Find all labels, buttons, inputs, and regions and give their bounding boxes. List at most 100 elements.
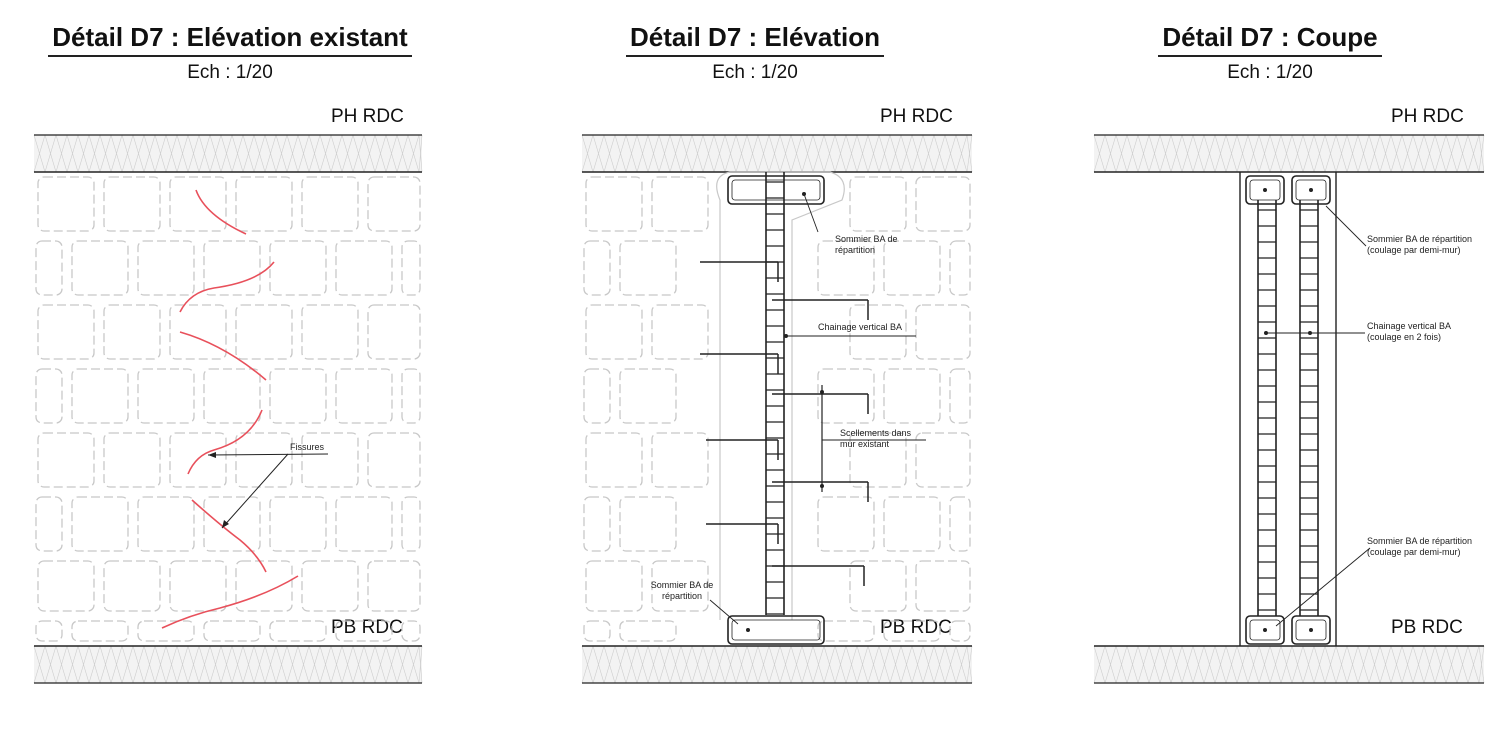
bottom-slab-hatch bbox=[922, 645, 935, 684]
bottom-slab-hatch bbox=[55, 645, 68, 684]
bottom-slab-hatch bbox=[636, 645, 649, 684]
top-slab-hatch bbox=[900, 134, 913, 173]
top-slab-hatch bbox=[834, 134, 847, 173]
bottom-slab-hatch bbox=[33, 645, 46, 684]
masonry-stone bbox=[301, 560, 359, 612]
masonry-stone bbox=[651, 560, 709, 612]
top-slab-hatch bbox=[911, 134, 924, 173]
crack-line bbox=[179, 331, 267, 381]
masonry-stone bbox=[585, 176, 643, 232]
masonry-stone bbox=[619, 496, 677, 552]
top-slab-hatch bbox=[1346, 134, 1359, 173]
top-slab-hatch bbox=[88, 134, 101, 173]
section-drawing bbox=[1093, 134, 1485, 684]
masonry-stone bbox=[915, 432, 971, 488]
top-slab-fill bbox=[34, 135, 422, 172]
top-slab-hatch bbox=[77, 134, 90, 173]
top-slab-hatch bbox=[1203, 134, 1216, 173]
masonry-stone bbox=[103, 176, 161, 232]
crack-line bbox=[195, 189, 247, 235]
masonry-stone bbox=[651, 432, 709, 488]
bottom-slab-hatch bbox=[1181, 645, 1194, 684]
bottom-slab-fill bbox=[1094, 646, 1484, 683]
level-bottom-label: PB RDC bbox=[1391, 617, 1463, 638]
top-slab-hatch bbox=[242, 134, 255, 173]
top-slab-hatch bbox=[385, 134, 398, 173]
masonry-stone bbox=[367, 560, 421, 612]
top-slab-hatch bbox=[66, 134, 79, 173]
masonry-stone bbox=[817, 368, 875, 424]
masonry-stone bbox=[137, 240, 195, 296]
level-top-label: PH RDC bbox=[880, 106, 953, 127]
bottom-slab-hatch bbox=[352, 645, 365, 684]
bottom-slab-hatch bbox=[735, 645, 748, 684]
top-slab-hatch bbox=[812, 134, 825, 173]
top-slab-hatch bbox=[1291, 134, 1304, 173]
top-beam-right bbox=[1291, 175, 1331, 205]
level-bottom-label: PB RDC bbox=[880, 617, 952, 638]
masonry-stone bbox=[137, 368, 195, 424]
masonry-stone bbox=[169, 176, 227, 232]
top-slab-hatch bbox=[1159, 134, 1172, 173]
top-slab-hatch bbox=[1368, 134, 1381, 173]
masonry-stone bbox=[269, 368, 327, 424]
bottom-beam-left-inner bbox=[1249, 619, 1281, 641]
bottom-slab-hatch bbox=[418, 645, 423, 684]
masonry-stone bbox=[235, 432, 293, 488]
top-slab-hatch bbox=[669, 134, 682, 173]
masonry-stone bbox=[301, 432, 359, 488]
bottom-slab-hatch bbox=[911, 645, 924, 684]
top-slab-hatch bbox=[867, 134, 880, 173]
bottom-slab-hatch bbox=[1390, 645, 1403, 684]
top-slab-hatch bbox=[746, 134, 759, 173]
bottom-slab-hatch bbox=[132, 645, 145, 684]
bottom-slab-hatch bbox=[330, 645, 343, 684]
top-slab-hatch bbox=[209, 134, 222, 173]
masonry-stone bbox=[71, 240, 129, 296]
bottom-slab-hatch bbox=[1467, 645, 1480, 684]
masonry-stone bbox=[817, 620, 875, 642]
top-slab-hatch bbox=[198, 134, 211, 173]
masonry-stone bbox=[301, 176, 359, 232]
bottom-slab-hatch bbox=[1203, 645, 1216, 684]
masonry-stone bbox=[71, 496, 129, 552]
chaining-label: Chainage vertical BA (coulage en 2 fois) bbox=[1367, 321, 1451, 342]
top-slab-hatch bbox=[1148, 134, 1161, 173]
top-slab-hatch bbox=[1434, 134, 1447, 173]
bottom-slab-hatch bbox=[77, 645, 90, 684]
top-beam-left bbox=[1245, 175, 1285, 205]
top-slab-hatch bbox=[253, 134, 266, 173]
bottom-slab-hatch bbox=[1335, 645, 1348, 684]
bottom-slab-hatch bbox=[319, 645, 332, 684]
bottom-slab-hatch bbox=[966, 645, 973, 684]
leader-line bbox=[709, 599, 739, 625]
masonry-stone bbox=[269, 620, 327, 642]
leader-line bbox=[221, 453, 289, 529]
top-slab-hatch bbox=[1093, 134, 1106, 173]
bottom-slab-hatch bbox=[1258, 645, 1271, 684]
masonry-stone bbox=[301, 304, 359, 360]
bottom-slab-hatch bbox=[625, 645, 638, 684]
top-slab-hatch bbox=[1170, 134, 1183, 173]
leader-line bbox=[207, 453, 329, 456]
rebar-dot bbox=[746, 628, 750, 632]
top-slab-hatch bbox=[319, 134, 332, 173]
bottom-slab-hatch bbox=[614, 645, 627, 684]
top-slab-hatch bbox=[790, 134, 803, 173]
masonry-stone bbox=[401, 240, 421, 296]
bottom-slab-hatch bbox=[1247, 645, 1260, 684]
top-slab-hatch bbox=[374, 134, 387, 173]
masonry-stone bbox=[583, 368, 611, 424]
top-slab-hatch bbox=[1379, 134, 1392, 173]
top-slab-hatch bbox=[603, 134, 616, 173]
masonry-stone bbox=[883, 620, 941, 642]
bottom-slab-hatch bbox=[669, 645, 682, 684]
top-slab-hatch bbox=[165, 134, 178, 173]
top-slab-hatch bbox=[176, 134, 189, 173]
masonry-stone bbox=[583, 240, 611, 296]
top-slab-hatch bbox=[966, 134, 973, 173]
crack-line bbox=[191, 499, 267, 573]
bottom-slab-hatch bbox=[1313, 645, 1326, 684]
bottom-slab-hatch bbox=[286, 645, 299, 684]
crack-line bbox=[161, 575, 299, 629]
